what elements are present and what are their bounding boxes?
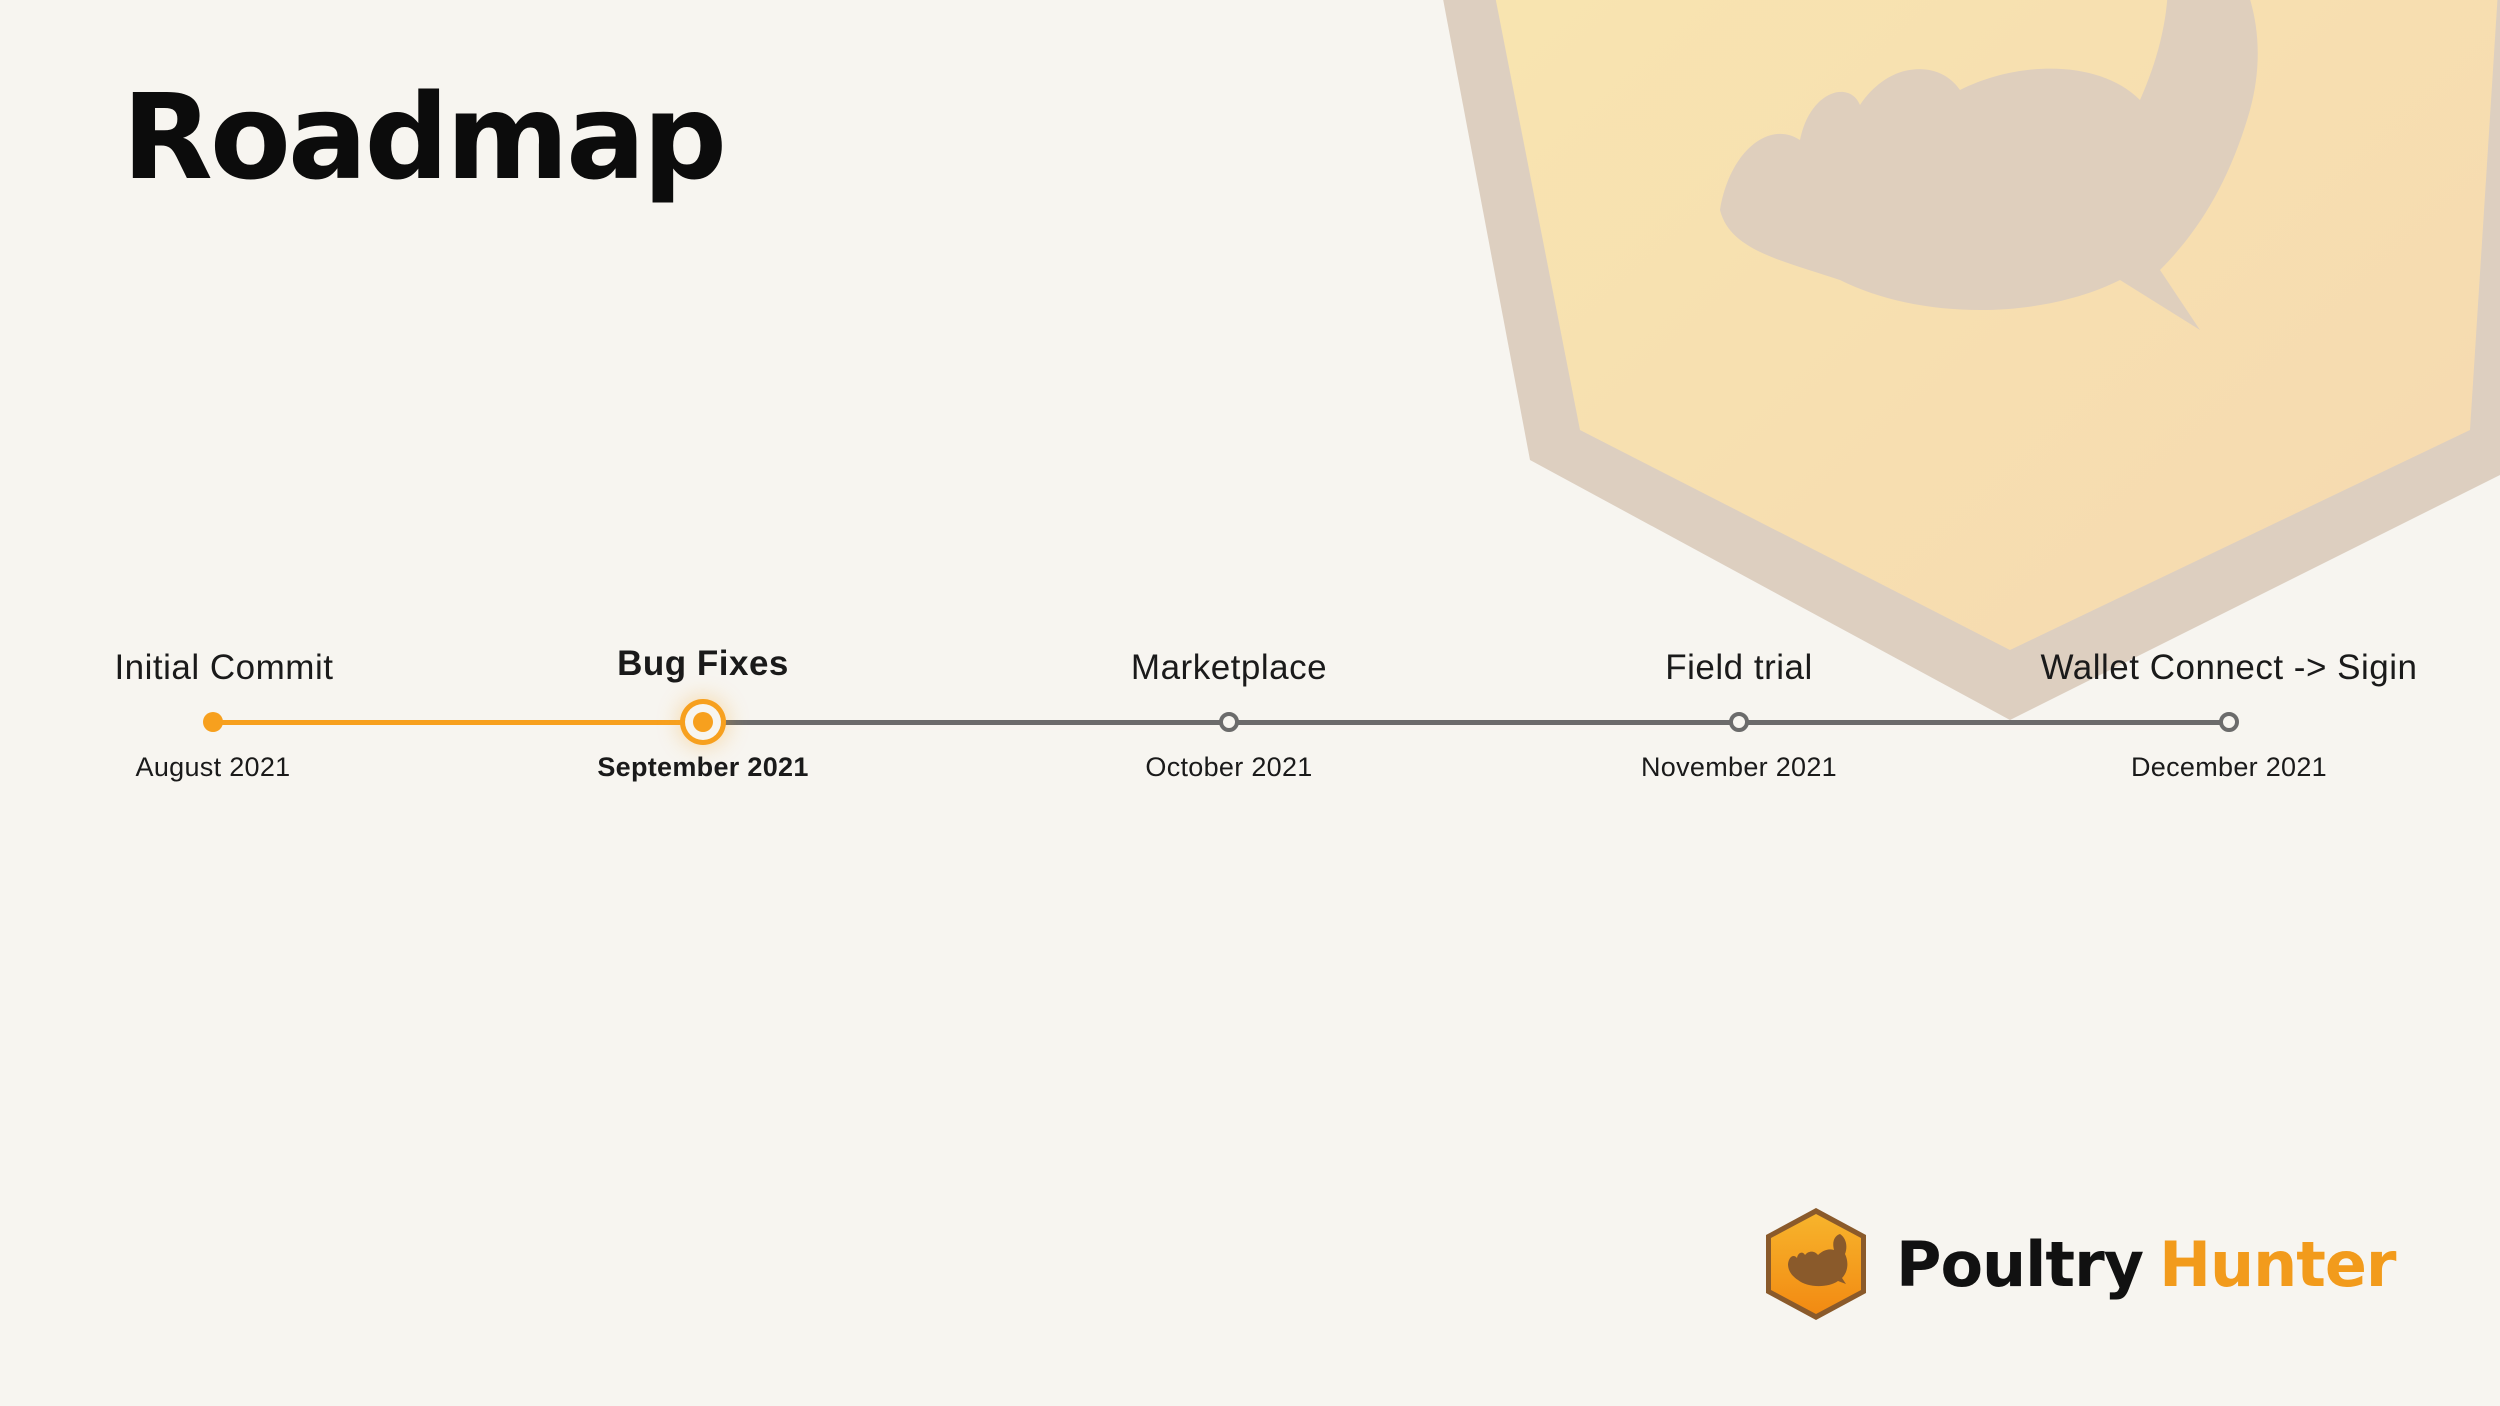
milestone-title: Initial Commit	[114, 648, 334, 687]
milestone-title: Bug Fixes	[617, 644, 789, 683]
milestone-title: Marketplace	[1130, 648, 1328, 687]
milestone-dot-current-icon	[693, 712, 713, 732]
milestone-date: December 2021	[2130, 752, 2328, 782]
milestone-title: Field trial	[1665, 648, 1813, 687]
milestone-dot-upcoming-icon	[2219, 712, 2239, 732]
milestone-date: October 2021	[1145, 752, 1313, 782]
page-title: Roadmap	[122, 68, 727, 206]
timeline-track-completed	[213, 720, 703, 725]
milestone-dot-upcoming-icon	[1729, 712, 1749, 732]
milestone-date: November 2021	[1640, 752, 1838, 782]
milestone-title: Wallet Connect -> Sigin	[2040, 648, 2418, 687]
milestone-dot-upcoming-icon	[1219, 712, 1239, 732]
milestone-date: August 2021	[135, 752, 291, 782]
brand-name-part2: Hunter	[2159, 1227, 2396, 1301]
milestone-date: September 2021	[597, 752, 809, 782]
timeline-track-upcoming	[703, 720, 2229, 725]
brand-name-part1: Poultry	[1896, 1227, 2144, 1301]
chicken-hexagon-logo-icon	[1766, 1208, 1866, 1320]
milestone-dot-completed-icon	[203, 712, 223, 732]
